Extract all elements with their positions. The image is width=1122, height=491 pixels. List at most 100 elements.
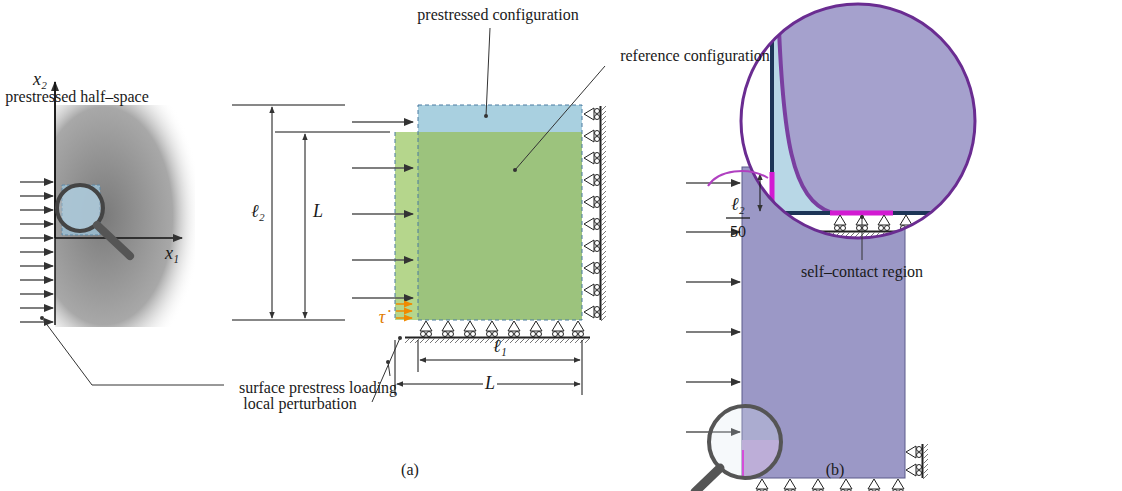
roller-wheel <box>537 332 542 337</box>
load-arrow <box>20 223 53 225</box>
wall-hatch <box>601 251 606 256</box>
ground-hatch <box>900 232 905 237</box>
ground-hatch <box>775 232 780 237</box>
roller-support <box>584 196 594 208</box>
wall-hatch <box>601 281 606 286</box>
roller-wheel <box>917 465 922 470</box>
wall-hatch <box>601 166 606 171</box>
load-arrow <box>20 307 53 309</box>
roller-wheel <box>595 247 600 252</box>
ground-hatch <box>800 232 805 237</box>
wall-hatch <box>601 191 606 196</box>
load-arrow <box>20 279 53 281</box>
dimension-label: ℓ₂ <box>249 202 267 222</box>
wall-hatch <box>601 286 606 291</box>
wall-hatch <box>601 241 606 246</box>
ground-hatch <box>985 232 990 237</box>
panel-a-body <box>232 28 606 402</box>
wall-hatch <box>601 306 606 311</box>
wall-hatch <box>601 311 606 316</box>
wall-hatch <box>601 231 606 236</box>
ground-hatch <box>475 338 480 343</box>
load-arrow <box>352 297 413 299</box>
ground-hatch <box>410 338 415 343</box>
roller-wheel <box>595 131 600 136</box>
roller-support <box>868 479 880 489</box>
roller-wheel <box>917 447 922 452</box>
ground-hatch <box>520 338 525 343</box>
roller-support <box>584 284 594 296</box>
ground-hatch <box>795 232 800 237</box>
load-arrow <box>20 321 53 323</box>
wall-hatch <box>601 181 606 186</box>
wall-hatch <box>601 301 606 306</box>
roller-wheel <box>947 226 952 231</box>
roller-support <box>584 174 594 186</box>
wall-hatch <box>601 126 606 131</box>
roller-support <box>906 446 916 458</box>
wall-hatch <box>601 141 606 146</box>
ground-hatch <box>435 338 440 343</box>
wall-line <box>600 106 602 320</box>
roller-support <box>840 479 852 489</box>
wall-hatch <box>923 464 928 469</box>
ground-hatch <box>455 338 460 343</box>
annotation: local perturbation <box>243 395 356 413</box>
load-arrow <box>20 265 53 267</box>
wall-hatch <box>601 201 606 206</box>
roller-support <box>756 479 768 489</box>
roller-wheel <box>595 115 600 120</box>
roller-support <box>464 321 476 331</box>
ground-hatch <box>485 338 490 343</box>
ground-hatch <box>790 232 795 237</box>
dimension-label: L <box>483 374 497 394</box>
ground-hatch <box>810 232 815 237</box>
wall-hatch <box>923 474 928 479</box>
roller-support <box>946 215 958 225</box>
roller-wheel <box>917 453 922 458</box>
ground-hatch <box>540 338 545 343</box>
wall-hatch <box>601 316 606 321</box>
roller-wheel <box>917 471 922 476</box>
ground-hatch <box>425 338 430 343</box>
ground-hatch <box>470 338 475 343</box>
annotation: self–contact region <box>801 263 923 281</box>
roller-wheel <box>487 332 492 337</box>
ground-hatch <box>805 232 810 237</box>
wall-hatch <box>601 136 606 141</box>
ground-hatch <box>940 232 945 237</box>
load-arrow <box>396 317 412 319</box>
wall-hatch <box>923 449 928 454</box>
ground-hatch <box>430 338 435 343</box>
roller-support <box>420 321 432 331</box>
ground-hatch <box>560 338 565 343</box>
wall-hatch <box>601 176 606 181</box>
roller-support <box>530 321 542 331</box>
roller-wheel <box>813 490 818 491</box>
ground-hatch <box>950 232 955 237</box>
wall-hatch <box>601 236 606 241</box>
roller-wheel <box>893 490 898 491</box>
roller-support <box>834 215 846 225</box>
axis-label: x₂ <box>33 70 47 90</box>
roller-support <box>486 321 498 331</box>
load-arrow <box>352 167 413 169</box>
roller-wheel <box>573 332 578 337</box>
roller-wheel <box>885 226 890 231</box>
roller-wheel <box>559 332 564 337</box>
roller-wheel <box>757 490 762 491</box>
ground-hatch <box>970 232 975 237</box>
ground-hatch <box>465 338 470 343</box>
ground-hatch <box>785 232 790 237</box>
wall-hatch <box>601 226 606 231</box>
roller-wheel <box>595 181 600 186</box>
load-arrow <box>20 251 53 253</box>
roller-support <box>584 152 594 164</box>
ground-hatch <box>585 338 590 343</box>
wall-hatch <box>601 291 606 296</box>
wall-hatch <box>601 171 606 176</box>
roller-wheel <box>595 269 600 274</box>
roller-wheel <box>595 197 600 202</box>
load-label: τ̇ <box>379 308 385 328</box>
